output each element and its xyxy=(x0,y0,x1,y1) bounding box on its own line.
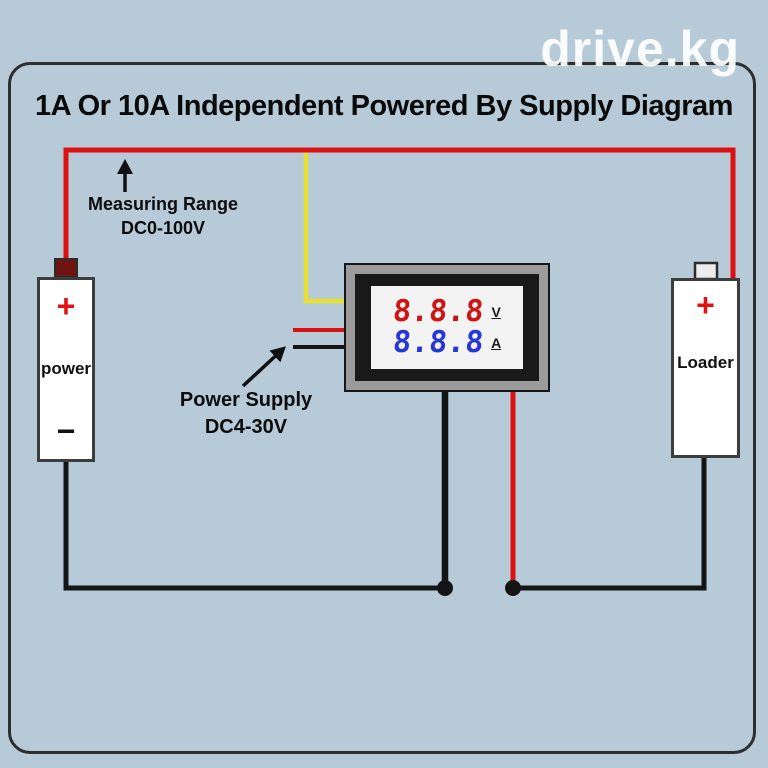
junction-dot-right xyxy=(505,580,521,596)
measuring-range-line1: Measuring Range xyxy=(87,194,239,214)
volt-amp-meter: 8.8.8 V 8.8.8 A xyxy=(344,263,550,392)
wire-battery-negative-black xyxy=(63,460,445,591)
measuring-range-line2: DC0-100V xyxy=(120,218,206,239)
wire-supply-top-red xyxy=(63,147,736,280)
amp-unit-label: A xyxy=(491,335,502,351)
diagram-frame xyxy=(8,62,756,754)
loader-terminal xyxy=(693,261,719,281)
amp-row: 8.8.8 A xyxy=(391,325,502,360)
wire-measure-yellow xyxy=(303,153,346,304)
battery-positive-terminal xyxy=(54,258,78,278)
power-minus-label: − xyxy=(56,413,76,449)
diagram-title: 1A Or 10A Independent Powered By Supply … xyxy=(35,90,733,122)
loader-label: Loader xyxy=(677,353,734,372)
power-supply-arrow xyxy=(241,346,286,388)
volt-row: 8.8.8 V xyxy=(391,294,501,329)
power-supply-line2: DC4-30V xyxy=(204,416,288,438)
meter-display: 8.8.8 V 8.8.8 A xyxy=(371,286,523,369)
meter-bezel: 8.8.8 V 8.8.8 A xyxy=(355,274,539,381)
measuring-range-label: Measuring Range DC0-100V xyxy=(68,192,258,241)
volt-reading: 8.8.8 xyxy=(391,294,486,329)
power-supply-label: Power Supply DC4-30V xyxy=(160,387,332,441)
junction-dot-left xyxy=(437,580,453,596)
volt-unit-label: V xyxy=(491,304,501,320)
amp-reading: 8.8.8 xyxy=(391,325,485,360)
power-source-box: + power − xyxy=(37,277,95,462)
loader-box: + Loader xyxy=(671,278,740,458)
power-supply-line1: Power Supply xyxy=(179,389,313,411)
power-plus-label: + xyxy=(56,288,76,324)
wire-loader-return-black xyxy=(513,456,707,591)
loader-plus-label: + xyxy=(696,287,715,323)
watermark: drive.kg xyxy=(540,21,740,77)
power-label: power xyxy=(40,358,92,378)
